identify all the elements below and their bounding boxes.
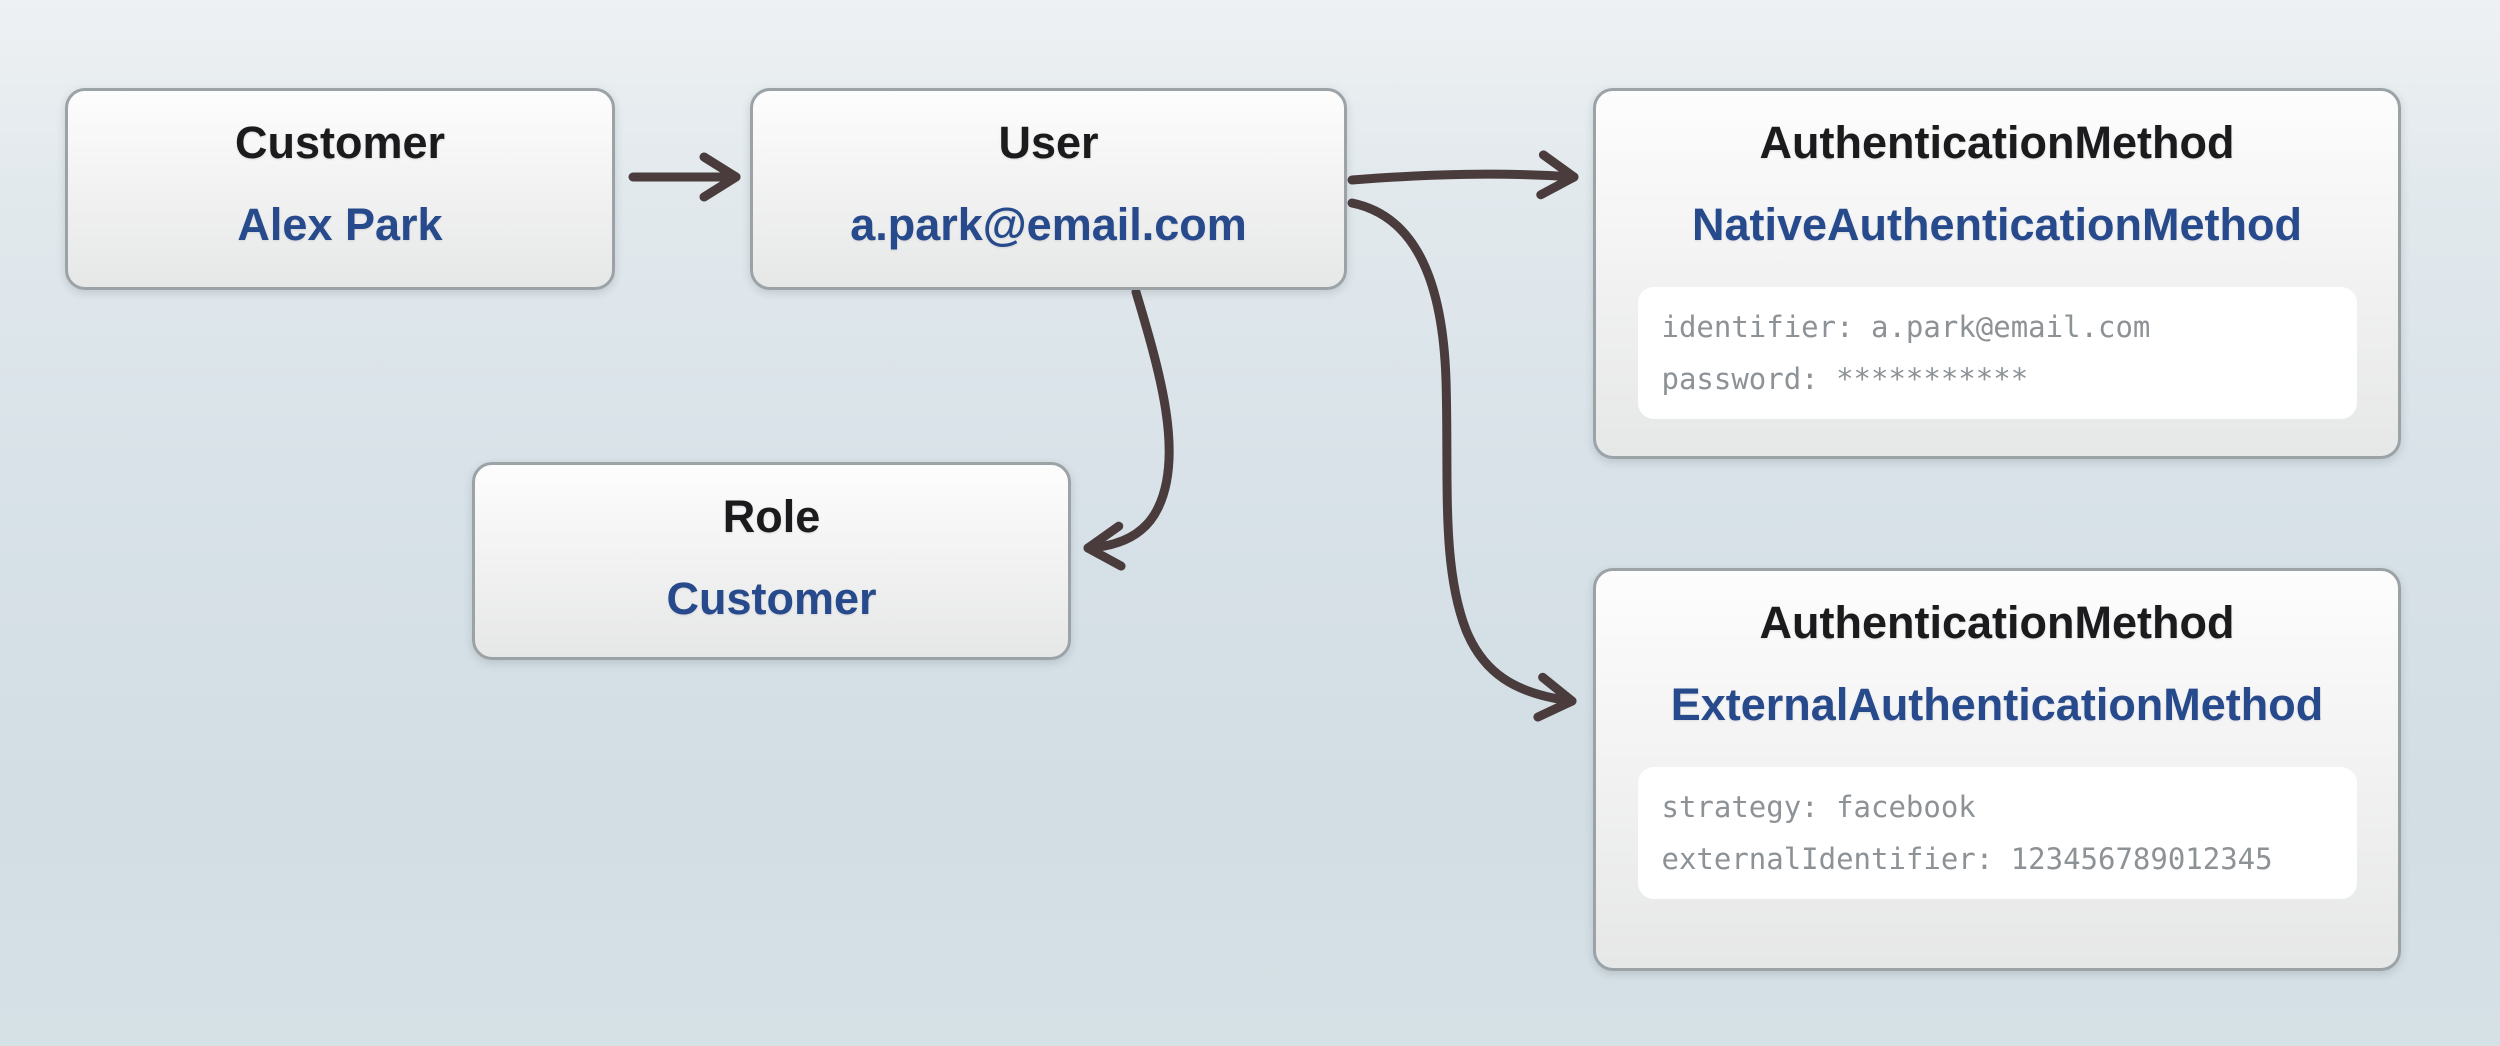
auth-external-attributes-panel: strategy: facebook externalIdentifier: 1…: [1637, 767, 2357, 899]
node-authentication-method-native: AuthenticationMethod NativeAuthenticatio…: [1593, 88, 2401, 459]
node-authentication-method-external: AuthenticationMethod ExternalAuthenticat…: [1593, 568, 2401, 971]
node-auth-external-title: AuthenticationMethod: [1759, 597, 2235, 648]
auth-native-password-attribute: password: ***********: [1661, 362, 2029, 396]
auth-external-identifier-attribute: externalIdentifier: 123456789012345: [1661, 842, 2273, 876]
node-customer: Customer Alex Park: [65, 88, 615, 290]
edge-user-to-external-auth-arrow: [1347, 198, 1577, 722]
node-customer-title: Customer: [234, 117, 446, 168]
edge-user-to-native-auth-arrow: [1347, 150, 1579, 200]
node-customer-value: Alex Park: [237, 199, 443, 250]
auth-native-identifier-attribute: identifier: a.park@email.com: [1661, 310, 2151, 344]
edge-user-to-role-arrow: [1083, 287, 1174, 571]
node-role: Role Customer: [472, 462, 1071, 660]
node-user-title: User: [998, 117, 1099, 168]
node-user-value: a.park@email.com: [850, 199, 1247, 250]
auth-external-strategy-attribute: strategy: facebook: [1661, 790, 1976, 824]
node-user: User a.park@email.com: [750, 88, 1347, 290]
node-role-title: Role: [722, 491, 821, 542]
node-auth-native-subtype: NativeAuthenticationMethod: [1691, 199, 2302, 250]
node-auth-external-subtype: ExternalAuthenticationMethod: [1670, 679, 2324, 730]
auth-native-attributes-panel: identifier: a.park@email.com password: *…: [1637, 287, 2357, 419]
node-role-value: Customer: [666, 573, 877, 624]
node-auth-native-title: AuthenticationMethod: [1759, 117, 2235, 168]
